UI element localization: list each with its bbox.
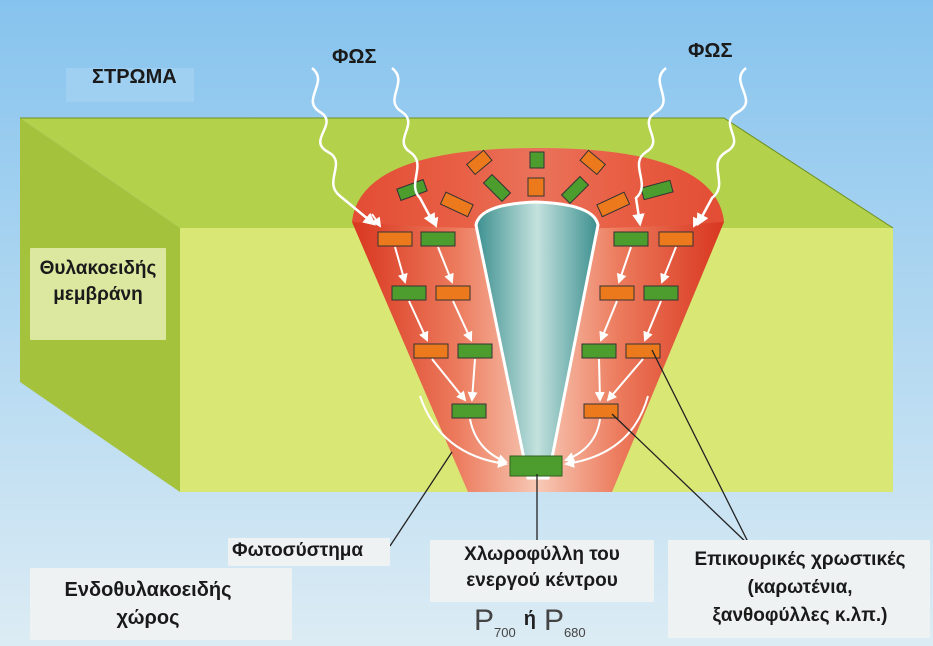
light-label-right: ΦΩΣ [688,40,733,62]
reaction-center-label-box [430,540,654,602]
stroma-label: ΣΤΡΩΜΑ [92,66,177,88]
leader-lines [389,349,751,547]
membrane-label: Θυλακοειδής μεμβράνη [26,256,170,308]
accessory-line3: ξανθοφύλλες κ.λπ.) [712,605,888,626]
accessory-line2: (καρωτένια, [747,577,853,598]
pigment-orange [596,191,631,218]
or-word: ή [523,608,536,630]
accessory-label-box [668,540,930,638]
pigment-green [529,151,545,169]
energy-transfer-arrows [371,213,703,468]
reaction-center-chlorophyll [509,455,563,477]
pigment-orange [579,149,606,176]
p680-subscript: 680 [563,625,586,640]
membrane-label-box [30,248,166,340]
p680-letter: P [543,604,564,637]
pigment-orange [439,191,474,218]
pigment-column [377,231,694,477]
p700-letter: P [474,604,495,637]
light-rays [311,67,748,227]
photosystem-label-box [228,538,390,566]
pigment-green [560,175,590,205]
reaction-center-line1: Χλωροφύλλη του [464,544,620,565]
lumen-label: Ενδοθυλακοειδής χώρος [30,576,266,632]
p700-subscript: 700 [494,625,516,640]
pigment-green [482,173,512,203]
lumen-label-line2: χώρος [116,607,180,629]
pigment-orange [466,149,493,176]
lumen-label-box [30,568,292,640]
accessory-line1: Επικουρικές χρωστικές [694,549,906,570]
photosystem-label: Φωτοσύστημα [232,540,364,561]
reaction-center-line2: ενεργού κέντρου [466,570,618,591]
membrane-label-line1: Θυλακοειδής [39,258,157,279]
pigment-green [640,179,674,201]
reaction-center-label: Χλωροφύλλη του ενεργού κέντρου [430,542,654,594]
pigment-ring [396,149,674,218]
light-label-left: ΦΩΣ [332,46,377,68]
membrane-label-line2: μεμβράνη [53,284,143,305]
accessory-pigments-label: Επικουρικές χρωστικές (καρωτένια, ξανθοφ… [668,546,932,630]
pigment-orange [527,177,545,197]
pigment-green [396,178,428,202]
reaction-center-core [474,200,600,480]
lumen-label-line1: Ενδοθυλακοειδής [64,579,232,601]
stroma-label-box [66,68,194,102]
